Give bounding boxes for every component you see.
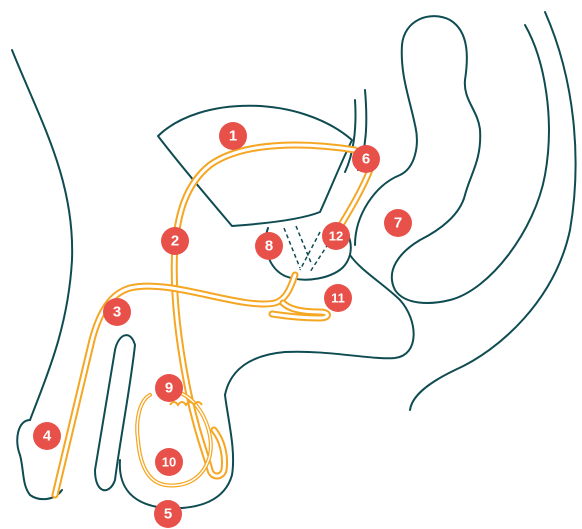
label-12: 12	[322, 222, 350, 250]
label-11: 11	[324, 284, 352, 312]
label-10: 10	[155, 448, 183, 476]
svg-text:1: 1	[229, 128, 237, 145]
svg-text:6: 6	[362, 151, 370, 168]
label-7: 7	[384, 209, 412, 237]
svg-text:4: 4	[43, 428, 52, 445]
label-6: 6	[352, 145, 380, 173]
label-1: 1	[219, 122, 247, 150]
svg-text:2: 2	[171, 233, 179, 250]
bladder-outline	[158, 106, 352, 226]
spine-outline	[410, 12, 576, 410]
label-8: 8	[255, 232, 283, 260]
rectum-outline	[355, 16, 549, 303]
svg-text:9: 9	[165, 380, 173, 397]
svg-text:5: 5	[164, 506, 172, 523]
svg-text:8: 8	[265, 238, 273, 255]
svg-text:12: 12	[329, 229, 343, 244]
svg-text:11: 11	[331, 291, 345, 306]
svg-text:7: 7	[394, 215, 402, 232]
label-5: 5	[154, 500, 182, 528]
label-4: 4	[33, 422, 61, 450]
perineum-outline	[225, 255, 414, 395]
label-3: 3	[103, 298, 131, 326]
abdomen-outline	[12, 50, 72, 420]
svg-text:10: 10	[162, 455, 176, 470]
svg-text:3: 3	[113, 304, 121, 321]
label-2: 2	[161, 227, 189, 255]
label-9: 9	[155, 374, 183, 402]
